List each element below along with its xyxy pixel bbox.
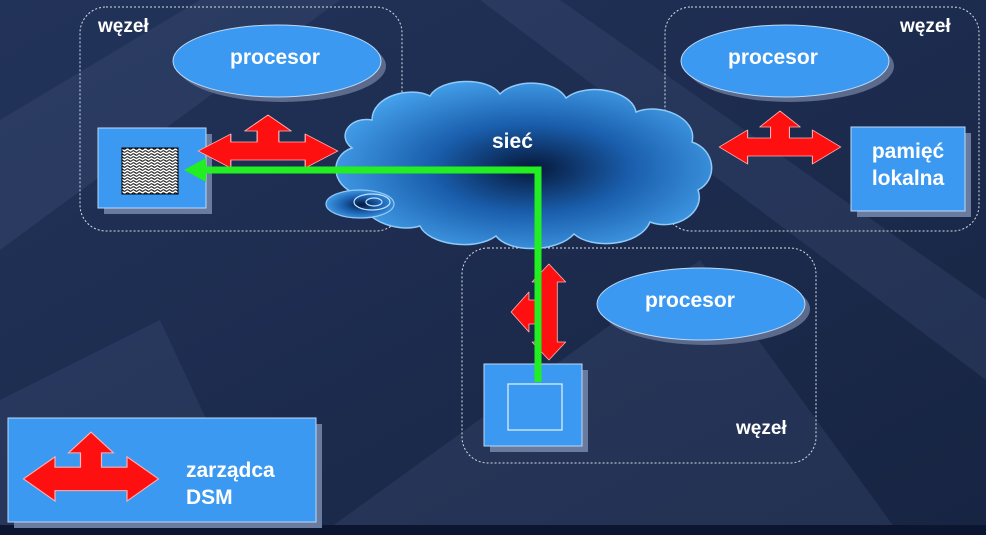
processor-label-right: procesor — [728, 46, 818, 69]
legend-label-line1: zarządca — [186, 459, 275, 482]
legend-label: zarządca DSM — [186, 457, 275, 511]
access-path — [196, 166, 542, 382]
legend-label-line2: DSM — [186, 486, 233, 509]
legend-box — [7, 417, 322, 528]
memory-box-right — [850, 126, 971, 217]
memory-label-line1: pamięć — [871, 140, 945, 163]
access-path-arrowhead — [184, 158, 206, 182]
node-frame-bottom — [461, 247, 817, 464]
node-label-bottom: węzeł — [736, 418, 787, 439]
processor-bottom — [596, 267, 810, 345]
memory-box-bottom — [483, 363, 588, 452]
processor-left — [172, 24, 386, 102]
node-label-left: węzeł — [98, 16, 149, 37]
memory-label: pamięć lokalna — [856, 138, 960, 192]
bottom-bar — [0, 525, 986, 535]
processor-right — [680, 24, 894, 102]
network-cloud-icon — [325, 80, 713, 250]
network-label: sieć — [492, 130, 533, 153]
processor-label-left: procesor — [230, 46, 320, 69]
memory-page-outline — [507, 383, 563, 431]
node-frame-right — [664, 6, 980, 232]
memory-box-left — [97, 127, 212, 214]
node-label-right: węzeł — [900, 16, 951, 37]
memory-page-icon — [121, 147, 179, 195]
memory-label-line2: lokalna — [871, 167, 945, 190]
processor-label-bottom: procesor — [645, 289, 735, 312]
